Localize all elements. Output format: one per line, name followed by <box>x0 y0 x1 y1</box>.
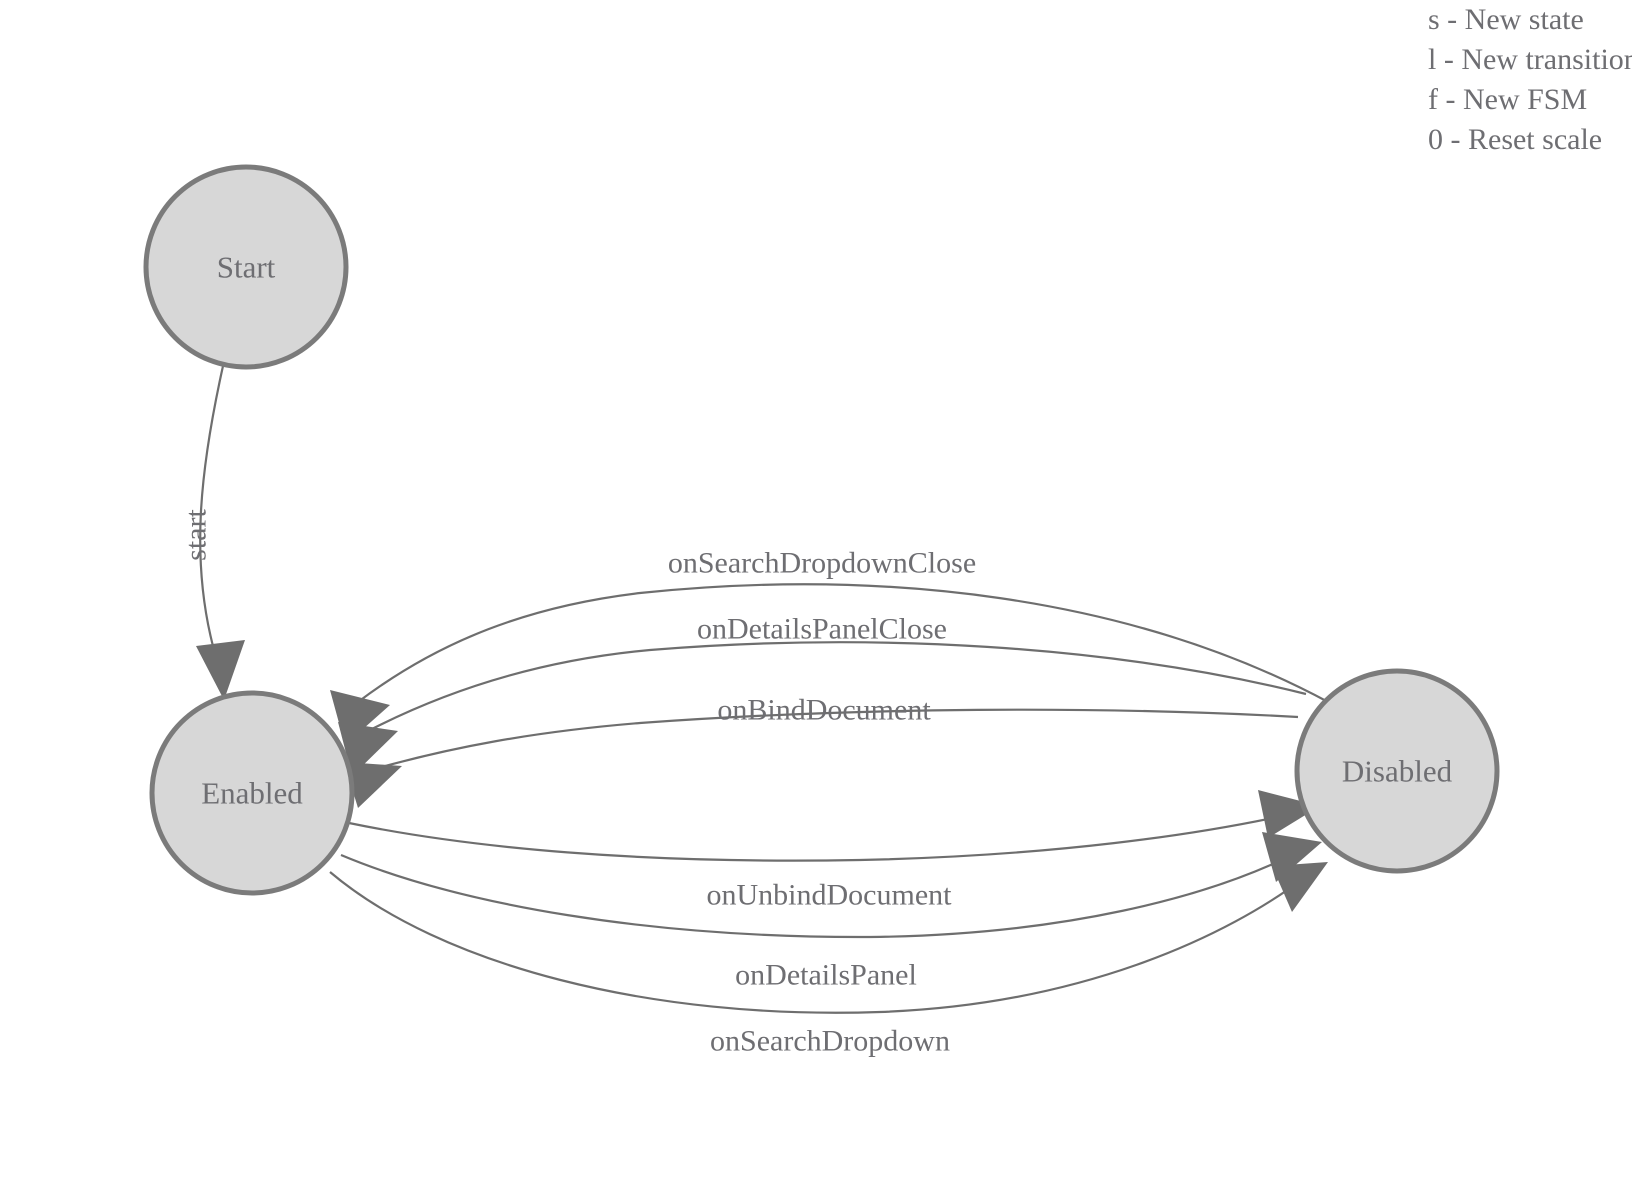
transition-ondetailspanel-label: onDetailsPanel <box>735 959 917 992</box>
state-node-disabled[interactable]: Disabled <box>1294 668 1500 874</box>
transition-start-path[interactable] <box>199 365 225 651</box>
transition-onsearchdropdown-label: onSearchDropdown <box>710 1025 950 1058</box>
transition-onsearchdropdown[interactable] <box>329 862 1328 1014</box>
transition-onsearchdropdownclose-label: onSearchDropdownClose <box>668 547 976 580</box>
transition-start-arrowhead <box>196 640 245 700</box>
transition-ondetailspanelclose-label: onDetailsPanelClose <box>697 613 947 646</box>
state-node-enabled-circle[interactable] <box>149 690 355 896</box>
transition-ondetailspanelclose-arrowhead <box>338 722 398 776</box>
transition-ondetailspanelclose[interactable] <box>338 641 1307 776</box>
state-node-enabled[interactable]: Enabled <box>149 690 355 896</box>
transition-onbinddocument-arrowhead <box>344 762 402 808</box>
transition-ondetailspanel-path[interactable] <box>340 849 1303 939</box>
state-node-start-label: Start <box>217 250 276 285</box>
transition-onunbinddocument-path[interactable] <box>348 810 1301 862</box>
state-node-enabled-label: Enabled <box>201 776 303 811</box>
state-node-start[interactable]: Start <box>143 164 349 370</box>
state-node-disabled-label: Disabled <box>1342 754 1453 789</box>
transition-onbinddocument[interactable] <box>344 708 1299 808</box>
transition-start[interactable] <box>196 365 245 700</box>
transition-ondetailspanelclose-path[interactable] <box>369 641 1307 731</box>
transition-onsearchdropdownclose-path[interactable] <box>357 583 1331 704</box>
canvas-corner-marker <box>1596 1174 1632 1204</box>
transition-onbinddocument-label: onBindDocument <box>717 694 931 727</box>
transition-onunbinddocument[interactable] <box>348 790 1320 862</box>
transition-start-label: start <box>180 509 213 561</box>
state-node-start-circle[interactable] <box>143 164 349 370</box>
transition-onunbinddocument-label: onUnbindDocument <box>707 879 953 912</box>
transition-onsearchdropdown-path[interactable] <box>329 871 1313 1014</box>
transition-onsearchdropdown-arrowhead <box>1272 862 1328 912</box>
state-node-disabled-circle[interactable] <box>1294 668 1500 874</box>
transition-onbinddocument-path[interactable] <box>377 708 1299 770</box>
